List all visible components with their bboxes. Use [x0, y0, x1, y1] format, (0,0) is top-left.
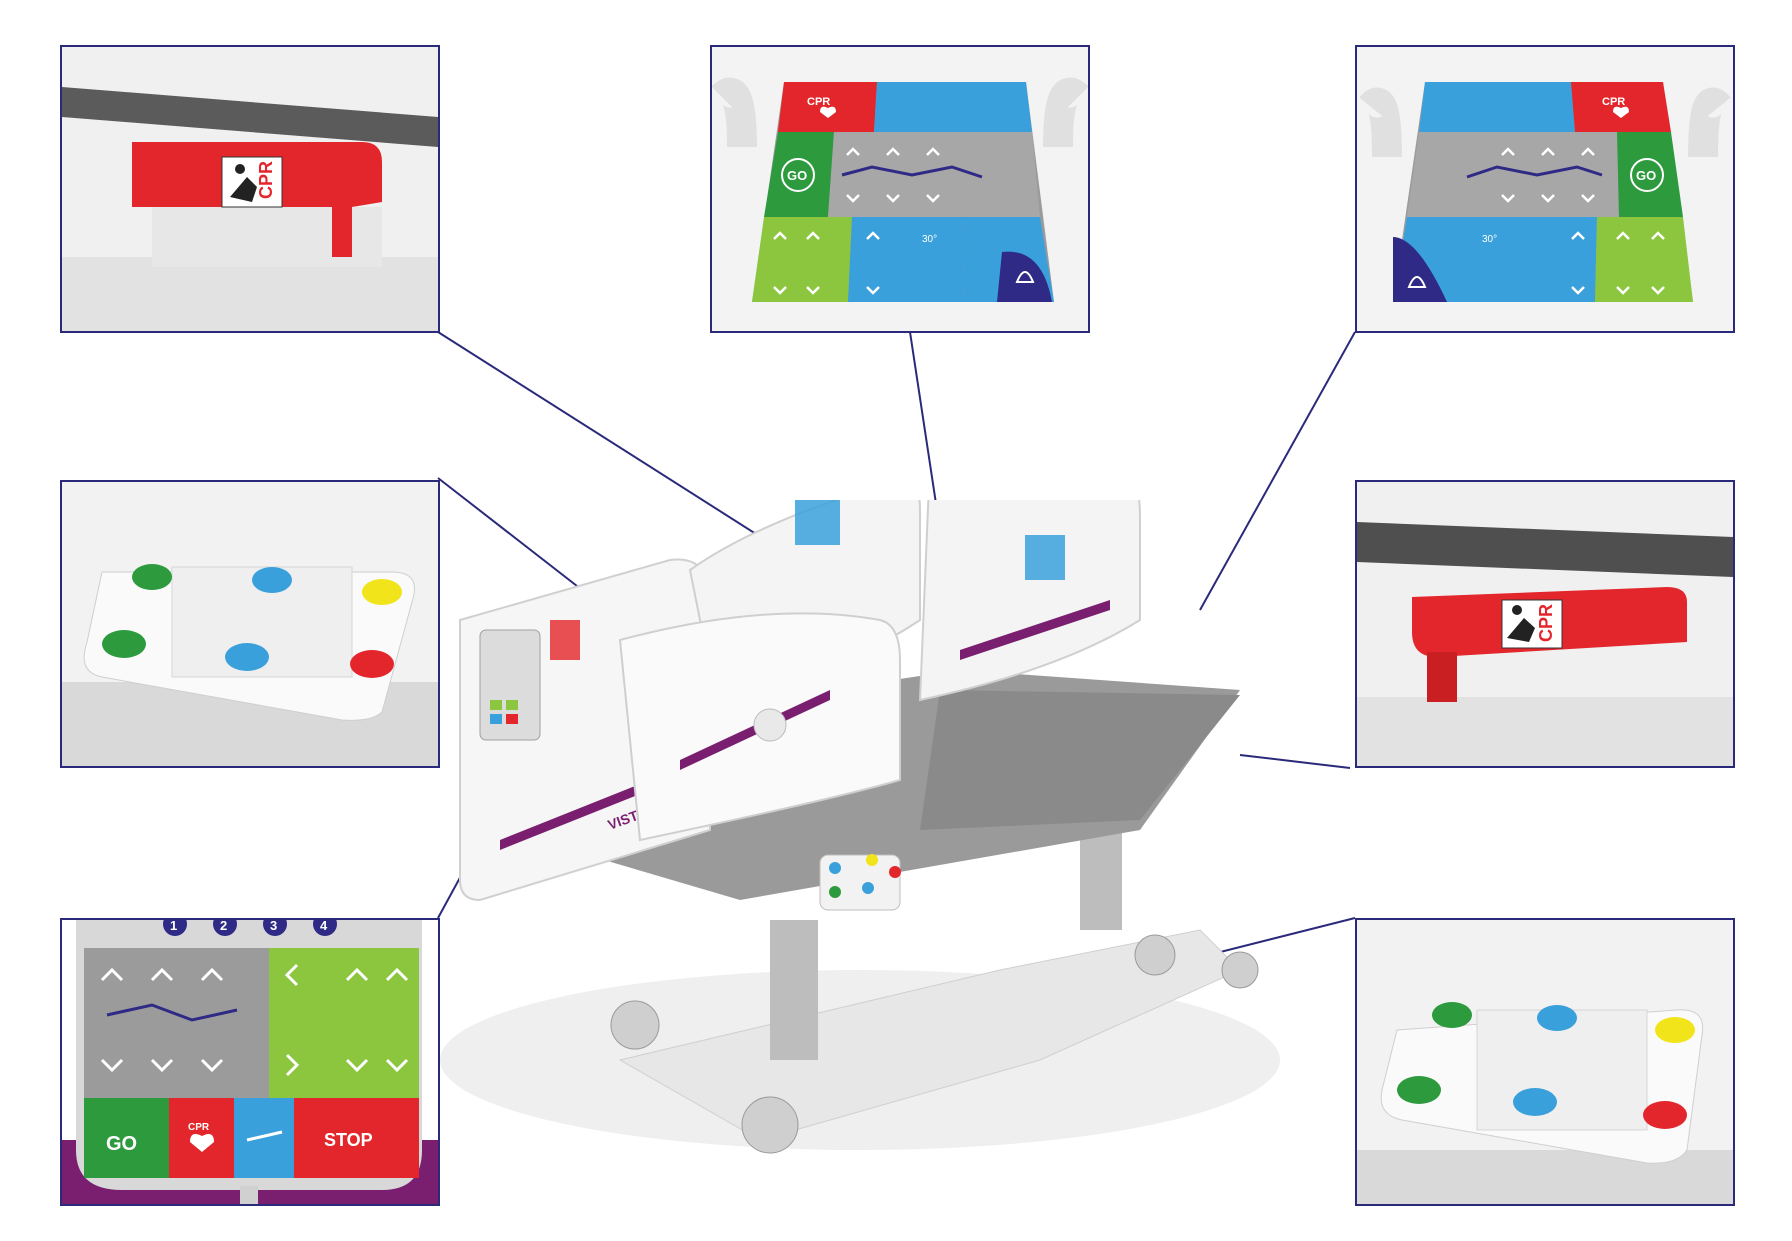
- go-icon: [1630, 158, 1664, 192]
- cpr-button-label[interactable]: CPR: [188, 1122, 210, 1133]
- side-rail-control-label: [795, 500, 840, 545]
- key-3: 3: [270, 920, 277, 933]
- bell-icon: [1015, 271, 1035, 283]
- callout-foot-pedal-right: [1355, 918, 1735, 1206]
- key-4: 4: [320, 920, 328, 933]
- pedal-buttons: [102, 564, 402, 678]
- callout-cpr-lever-left: CPR: [60, 45, 440, 333]
- bed-position-icon: [841, 165, 983, 179]
- cpr-person-icon: [1507, 605, 1535, 642]
- stop-button[interactable]: STOP: [324, 1130, 373, 1150]
- hospital-bed-illustration: VISTA: [440, 500, 1280, 1154]
- cpr-label: CPR: [256, 161, 276, 199]
- go-label: GO: [1636, 168, 1656, 183]
- cpr-label: CPR: [1536, 604, 1556, 642]
- go-button[interactable]: GO: [106, 1133, 137, 1155]
- callout-cpr-lever-right: CPR: [1355, 480, 1735, 768]
- heart-icon: [190, 1134, 214, 1152]
- callout-hand-keypad: 1 2 3 4 GO CPR STOP: [60, 918, 440, 1206]
- angle-label: 30°: [1482, 234, 1497, 245]
- callout-siderail-panel-right: CPR GO 30°: [1355, 45, 1735, 333]
- go-icon: [781, 158, 815, 192]
- trendelenburg-icon: [246, 1130, 283, 1142]
- cpr-label: CPR: [807, 96, 830, 108]
- callout-foot-pedal-left: [60, 480, 440, 768]
- bed-position-icon: [1466, 165, 1603, 179]
- key-1: 1: [170, 920, 177, 933]
- key-2: 2: [220, 920, 227, 933]
- cpr-label: CPR: [1602, 96, 1625, 108]
- heart-icon: [820, 106, 836, 118]
- cpr-person-icon: [230, 164, 257, 202]
- angle-label: 30°: [922, 234, 937, 245]
- pedal-buttons: [1397, 1002, 1695, 1129]
- bed-flat-icon: [106, 1003, 238, 1022]
- bell-icon: [1407, 276, 1427, 288]
- control-panel: [479, 629, 541, 741]
- heart-icon: [1613, 106, 1629, 118]
- go-label: GO: [787, 168, 807, 183]
- callout-siderail-panel-center: CPR GO 30°: [710, 45, 1090, 333]
